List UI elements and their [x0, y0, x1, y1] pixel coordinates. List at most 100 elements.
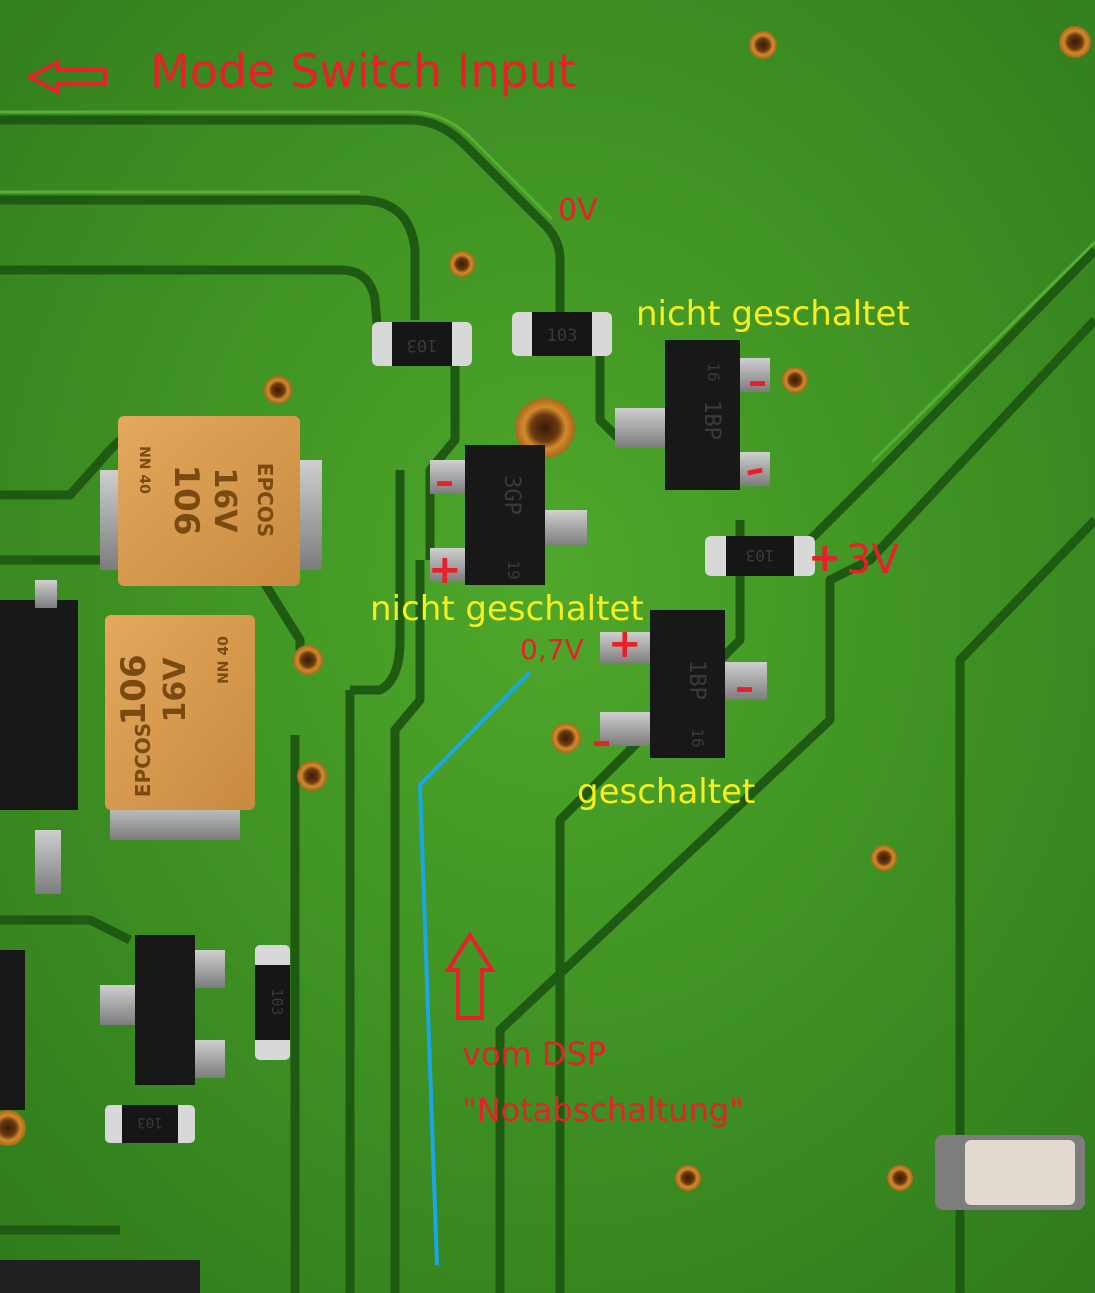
plus-mark-3v: + [808, 535, 842, 581]
trace-edge [0, 110, 554, 221]
ic-chip [0, 600, 78, 810]
via [675, 1165, 701, 1191]
cap-bottom-lot: NN 40 [216, 636, 232, 684]
via [887, 1165, 913, 1191]
transistor-1bp-bottom-marking: 1BP [684, 660, 709, 700]
trace [955, 516, 1095, 1293]
capacitor-top: 106 16V EPCOS NN 40 [100, 416, 322, 586]
zero-volt-label: 0V [558, 193, 598, 228]
resistor-right: 103 [512, 312, 612, 356]
minus-mark-1bp-bottom-left: – [592, 719, 611, 763]
traces [0, 115, 1095, 1293]
trace [495, 316, 1095, 1293]
cap-bottom-voltage: 16V [158, 657, 193, 723]
cap-top-lot: NN 40 [136, 446, 152, 494]
trace [0, 436, 124, 500]
transistor-1bp-bottom-code: 16 [688, 728, 707, 747]
up-arrow-icon [444, 931, 496, 1020]
vias [0, 26, 1091, 1191]
three-volt-label: 3V [846, 537, 899, 583]
transistor-1bp-top-code: 16 [704, 362, 723, 381]
highlighted-signal-trace [417, 670, 532, 1266]
trace-edge [870, 240, 1095, 464]
pin [545, 510, 587, 546]
transistor-1bp-top: 1BP 16 [615, 340, 770, 490]
nicht-geschaltet-mid-label: nicht geschaltet [370, 589, 644, 629]
via [264, 376, 292, 404]
transistor-body [465, 445, 545, 585]
cap-top-brand: EPCOS [253, 463, 277, 537]
lower-left-components: 103 103 [0, 935, 290, 1293]
resistor-body [532, 312, 592, 356]
minus-mark-3gp: – [435, 459, 454, 503]
pin [430, 460, 470, 494]
trace [0, 265, 385, 361]
trace [806, 246, 1095, 544]
cap-body [118, 416, 300, 586]
pin [600, 632, 652, 664]
trace [0, 915, 133, 945]
zero-seven-volt-label: 0,7V [520, 633, 584, 666]
resistor-mid: 103 [705, 536, 815, 576]
geschaltet-label: geschaltet [577, 772, 756, 812]
minus-mark-1bp-top-upper: – [748, 359, 767, 403]
transistor-3gp-code: 19 [504, 560, 523, 579]
pin [430, 548, 470, 582]
cap-bottom-code: 106 [114, 655, 154, 726]
transistor-1bp-top-marking: 1BP [699, 400, 724, 440]
via [449, 251, 475, 277]
minus-mark-1bp-bottom-right: – [735, 665, 754, 709]
trace [390, 560, 425, 1293]
plus-mark-0-7v: + [608, 621, 642, 667]
vom-dsp-label: vom DSP [462, 1035, 607, 1073]
capacitor-bottom: 106 16V EPCOS NN 40 [105, 615, 255, 840]
left-arrow-icon [25, 58, 107, 96]
bottom-component [0, 1260, 200, 1293]
trace [425, 350, 460, 560]
resistor-body [122, 1105, 178, 1143]
pin [725, 662, 767, 700]
resistor-body [726, 536, 794, 576]
resistor-left-marking: 103 [407, 335, 438, 355]
cap-bottom-brand: EPCOS [131, 723, 155, 797]
notabschaltung-label: "Notabschaltung" [462, 1091, 744, 1129]
component-body [965, 1140, 1075, 1205]
resistor-body [255, 965, 290, 1040]
trace [0, 115, 565, 320]
resistor-bottom-left-marking: 103 [268, 988, 286, 1015]
resistor-left: 103 [372, 322, 472, 366]
transistor-body [135, 935, 195, 1085]
pin [600, 712, 652, 746]
trace-highlights [0, 110, 1095, 464]
ic-chip-edge [0, 950, 25, 1110]
pin [615, 408, 667, 448]
resistor-body [392, 322, 452, 366]
pin [35, 580, 57, 608]
trace [0, 195, 420, 320]
resistor-mid-marking: 103 [746, 546, 775, 565]
pin [190, 1040, 225, 1078]
mode-switch-input-label: Mode Switch Input [150, 44, 576, 98]
bottom-right-component [935, 1135, 1085, 1210]
transistor-1bp-bottom: 1BP 16 [600, 610, 767, 758]
transistor-3gp: 3GP 19 [430, 445, 587, 585]
trace [595, 330, 624, 444]
via [0, 1110, 26, 1146]
large-pad [515, 398, 575, 458]
cap-top-code: 106 [166, 465, 206, 536]
pin [100, 985, 140, 1025]
via [782, 367, 808, 393]
cap-body [105, 615, 255, 810]
via [871, 845, 897, 871]
plus-mark-3gp: + [428, 547, 462, 593]
trace [350, 470, 405, 695]
resistor-right-marking: 103 [547, 326, 578, 346]
transistor-3gp-marking: 3GP [499, 475, 524, 515]
resistor-bottom-small-marking: 103 [137, 1114, 162, 1130]
transistor-body [665, 340, 740, 490]
via [297, 761, 327, 791]
pin [190, 950, 225, 988]
transistor-body [650, 610, 725, 758]
